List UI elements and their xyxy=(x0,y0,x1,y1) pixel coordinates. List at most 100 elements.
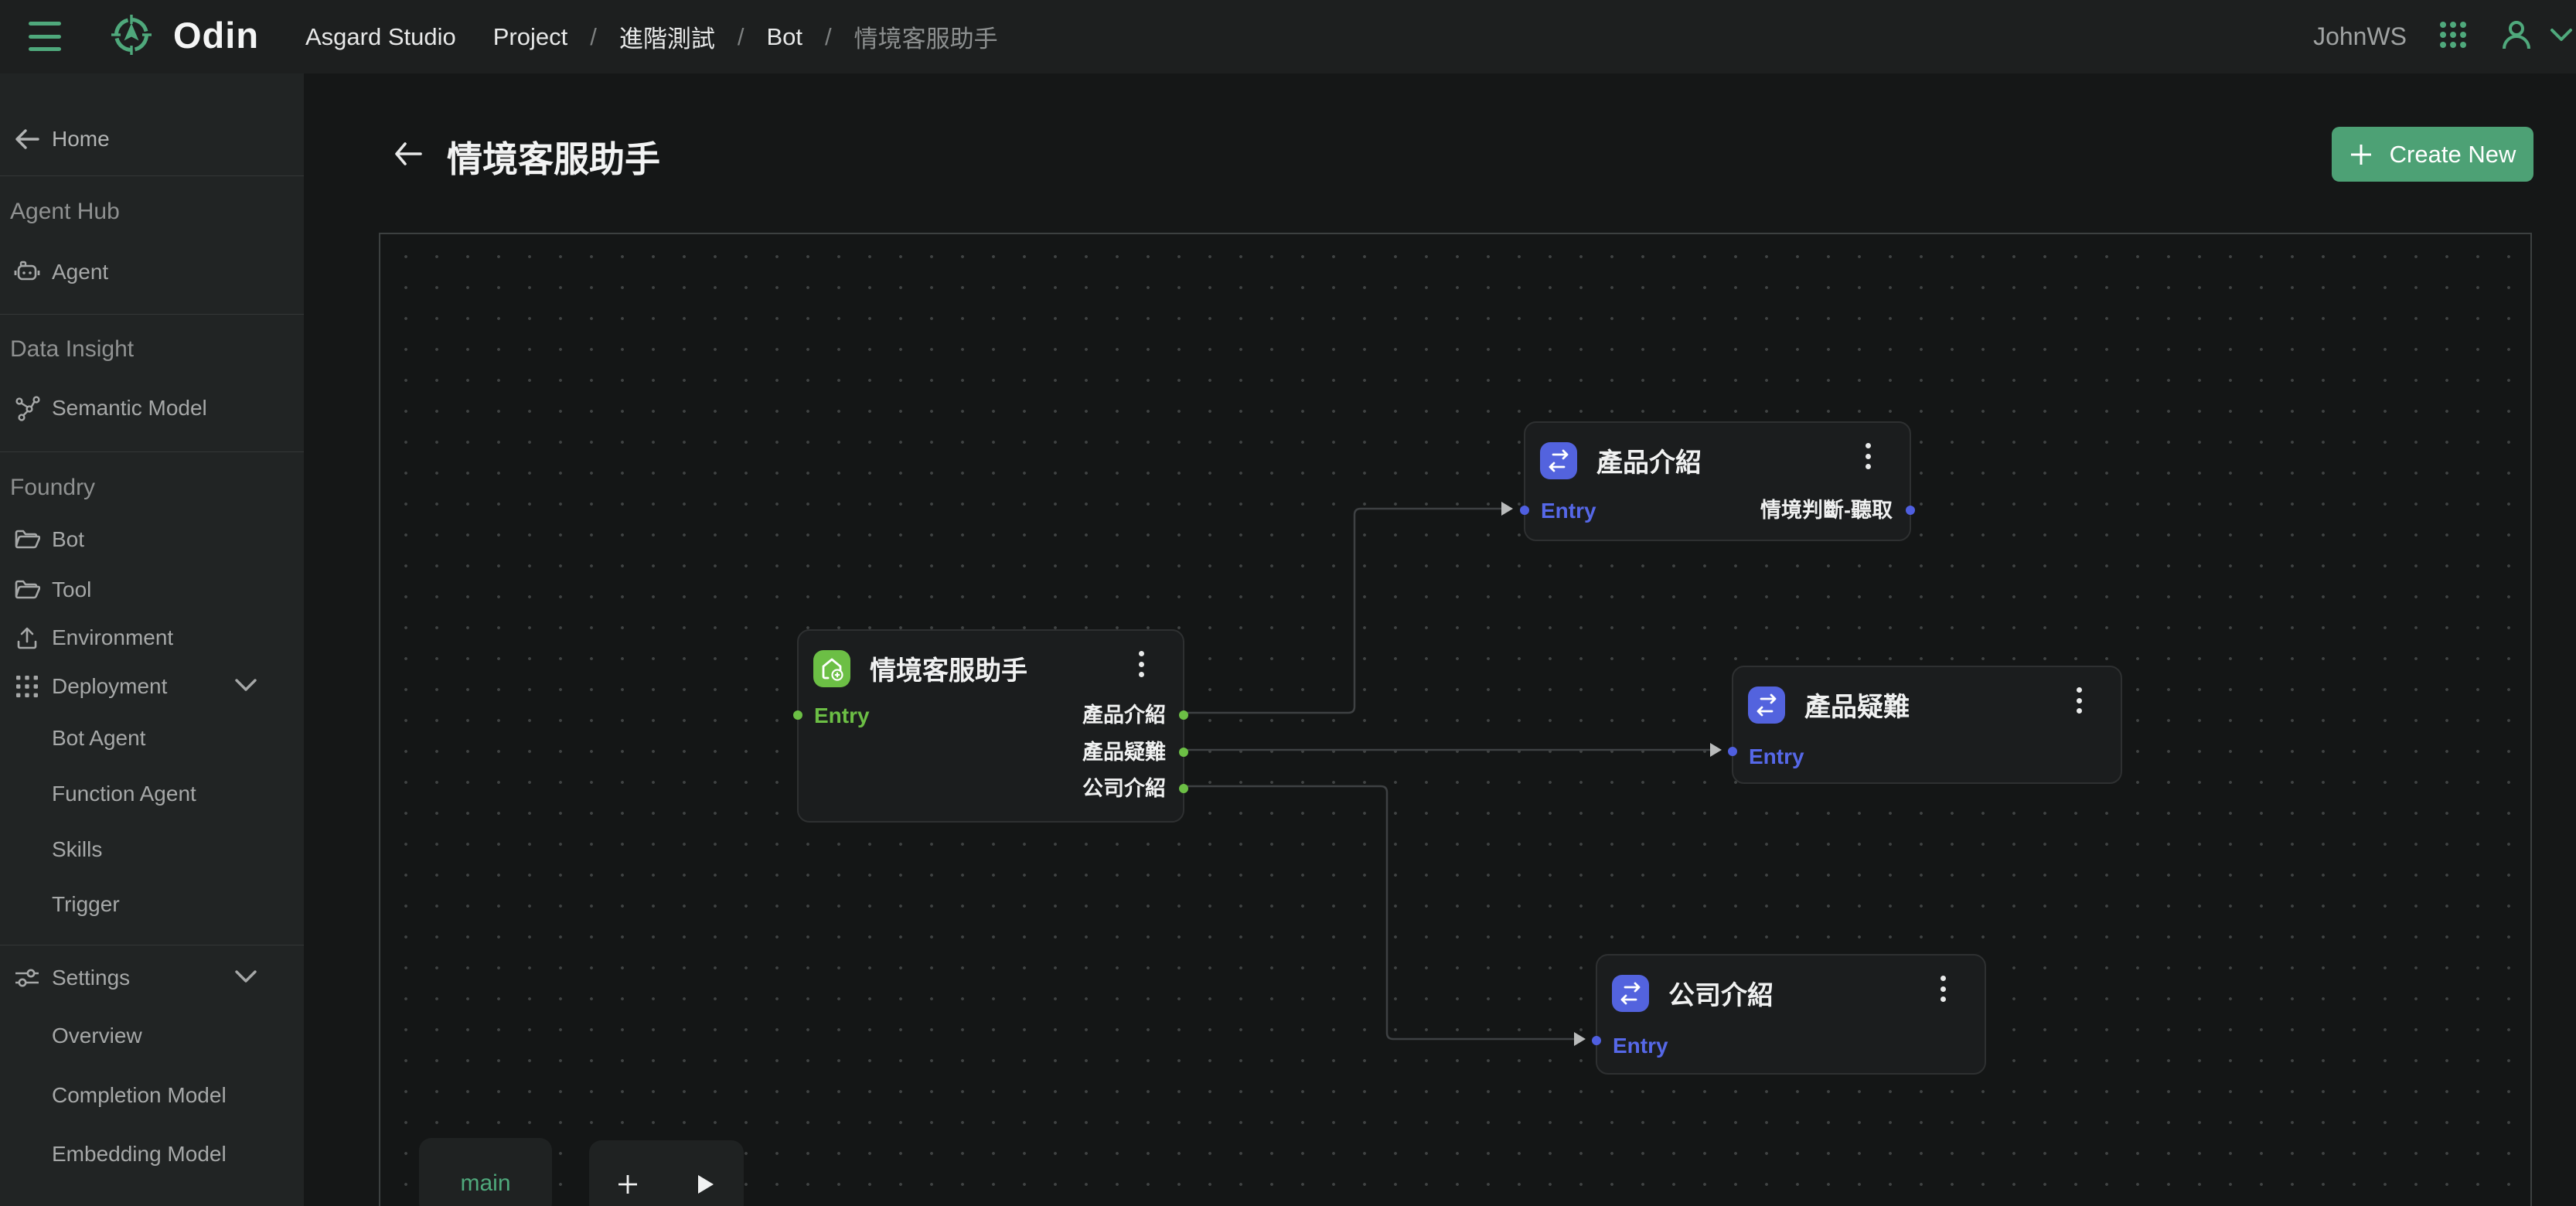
node-menu-icon[interactable] xyxy=(2068,687,2090,714)
back-arrow-icon[interactable] xyxy=(394,141,422,170)
breadcrumb-project-name[interactable]: 進階測試 xyxy=(618,26,715,53)
sidebar-item-bot[interactable]: Bot xyxy=(0,523,304,557)
sidebar-item-environment[interactable]: Environment xyxy=(0,621,304,655)
node-title: 情境客服助手 xyxy=(870,656,1027,686)
node-right-label: 情境判斷-聽取 xyxy=(1760,499,1893,522)
run-button[interactable] xyxy=(666,1173,744,1196)
branch-tab-label: main xyxy=(460,1170,511,1196)
sidebar-item-function-agent[interactable]: Function Agent xyxy=(0,777,304,811)
node-output-label: 產品介紹 xyxy=(1082,704,1166,727)
breadcrumb-current: 情境客服助手 xyxy=(854,26,998,53)
entry-port[interactable] xyxy=(1592,1036,1601,1045)
upload-icon xyxy=(14,625,40,651)
entry-port[interactable] xyxy=(1728,747,1737,756)
flow-node-main-bot[interactable]: 情境客服助手 Entry 產品介紹 產品疑難 公司介紹 xyxy=(793,629,1188,823)
node-menu-icon[interactable] xyxy=(1932,976,1954,1002)
folder-icon xyxy=(14,526,41,553)
chevron-down-icon[interactable] xyxy=(234,969,257,987)
sidebar-item-embedding-model[interactable]: Embedding Model xyxy=(0,1137,304,1171)
sidebar-function-agent-label: Function Agent xyxy=(52,782,196,806)
apps-grid-icon[interactable] xyxy=(2438,19,2469,54)
topbar: Odin Asgard Studio Project / 進階測試 / Bot … xyxy=(0,0,2576,73)
username[interactable]: JohnWS xyxy=(2313,22,2407,50)
sidebar-item-semantic-model[interactable]: Semantic Model xyxy=(0,391,304,425)
sidebar-semantic-model-label: Semantic Model xyxy=(52,396,207,420)
breadcrumb-workspace[interactable]: Asgard Studio xyxy=(305,22,456,50)
odin-logo-icon[interactable] xyxy=(109,12,154,61)
swap-arrows-icon xyxy=(1540,441,1577,479)
sidebar-trigger-label: Trigger xyxy=(52,892,120,916)
canvas-tool-panel xyxy=(589,1140,744,1206)
sidebar-item-completion-model[interactable]: Completion Model xyxy=(0,1078,304,1112)
node-output-label: 公司介紹 xyxy=(1082,777,1166,800)
output-port[interactable] xyxy=(1906,506,1915,515)
sidebar-settings-label: Settings xyxy=(52,966,131,990)
plus-icon xyxy=(2350,144,2371,165)
node-entry-port-label: Entry xyxy=(1613,1034,1668,1058)
sidebar-skills-label: Skills xyxy=(52,837,103,861)
menu-icon[interactable] xyxy=(29,22,61,51)
sidebar-deployment-label: Deployment xyxy=(52,674,168,698)
sidebar-item-bot-agent[interactable]: Bot Agent xyxy=(0,721,304,755)
flow-node-company-intro[interactable]: 公司介紹 Entry xyxy=(1592,954,1986,1075)
node-entry-port-label: Entry xyxy=(814,704,870,727)
sidebar-tool-label: Tool xyxy=(52,577,92,601)
flow-edges xyxy=(1184,502,1722,1046)
node-menu-icon[interactable] xyxy=(1130,651,1152,677)
sidebar-completion-model-label: Completion Model xyxy=(52,1083,227,1107)
node-output-label: 產品疑難 xyxy=(1082,741,1166,764)
semantic-model-icon xyxy=(14,395,40,421)
sidebar-home-label: Home xyxy=(52,127,110,151)
flow-node-product-intro[interactable]: 產品介紹 Entry 情境判斷-聽取 xyxy=(1520,421,1915,541)
swap-arrows-icon xyxy=(1612,974,1649,1012)
breadcrumb-bot[interactable]: Bot xyxy=(766,22,802,50)
output-port[interactable] xyxy=(1179,748,1188,757)
sidebar-item-settings[interactable]: Settings xyxy=(0,961,304,995)
entry-port[interactable] xyxy=(1520,506,1529,515)
back-home-arrow-icon xyxy=(14,126,40,156)
sidebar-item-deployment[interactable]: Deployment xyxy=(0,669,304,704)
create-new-button[interactable]: Create New xyxy=(2332,127,2533,182)
bot-house-icon xyxy=(813,649,850,687)
settings-sliders-icon xyxy=(14,965,40,991)
node-menu-icon[interactable] xyxy=(1857,443,1879,469)
robot-icon xyxy=(14,259,40,285)
sidebar-item-agent[interactable]: Agent xyxy=(0,255,304,289)
main-content: 情境客服助手 Create New xyxy=(304,73,2576,1206)
folder-icon xyxy=(14,577,41,603)
output-port[interactable] xyxy=(1179,784,1188,793)
sidebar: Home Agent Hub Agent Data Insight xyxy=(0,73,304,1206)
brand-name[interactable]: Odin xyxy=(173,15,260,56)
flow-canvas[interactable]: 情境客服助手 Entry 產品介紹 產品疑難 公司介紹 xyxy=(379,233,2532,1206)
node-title: 產品介紹 xyxy=(1596,448,1702,478)
chevron-down-icon[interactable] xyxy=(234,678,257,696)
node-entry-port-label: Entry xyxy=(1749,744,1804,768)
page-title: 情境客服助手 xyxy=(447,139,660,179)
output-port[interactable] xyxy=(1179,710,1188,720)
breadcrumb: Asgard Studio Project / 進階測試 / Bot / 情境客… xyxy=(305,0,998,73)
section-foundry: Foundry xyxy=(10,475,96,500)
sidebar-bot-label: Bot xyxy=(52,527,85,551)
breadcrumb-project[interactable]: Project xyxy=(492,22,568,50)
sidebar-overview-label: Overview xyxy=(52,1024,142,1048)
sidebar-item-skills[interactable]: Skills xyxy=(0,833,304,867)
sidebar-item-tool[interactable]: Tool xyxy=(0,573,304,607)
sidebar-agent-label: Agent xyxy=(52,260,109,284)
sidebar-item-overview[interactable]: Overview xyxy=(0,1019,304,1053)
branch-tab-main[interactable]: main xyxy=(419,1138,552,1206)
node-entry-port-label: Entry xyxy=(1541,499,1596,523)
user-area: JohnWS xyxy=(2313,0,2576,73)
sidebar-bot-agent-label: Bot Agent xyxy=(52,726,146,750)
flow-node-product-issue[interactable]: 產品疑難 Entry xyxy=(1728,666,2122,784)
add-branch-button[interactable] xyxy=(589,1173,666,1196)
sidebar-item-trigger[interactable]: Trigger xyxy=(0,887,304,922)
section-data-insight: Data Insight xyxy=(10,336,135,362)
swap-arrows-icon xyxy=(1748,686,1785,724)
sidebar-item-home[interactable]: Home xyxy=(0,122,304,156)
sidebar-environment-label: Environment xyxy=(52,625,174,649)
chevron-down-icon[interactable] xyxy=(2550,27,2573,46)
entry-port[interactable] xyxy=(793,710,802,720)
deployment-grid-icon xyxy=(14,673,40,700)
user-avatar-icon[interactable] xyxy=(2501,19,2532,54)
